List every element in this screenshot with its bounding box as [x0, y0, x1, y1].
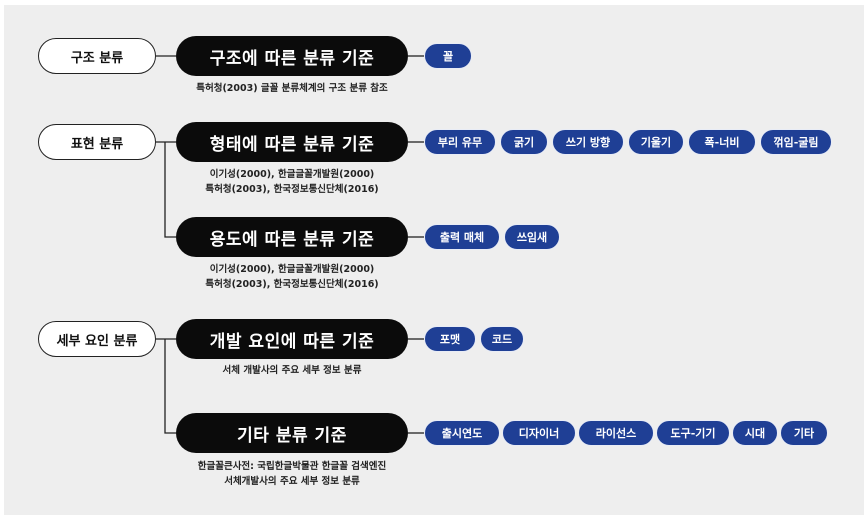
note-line: 서체 개발사의 주요 세부 정보 분류 [222, 365, 362, 376]
tag-slant: 기울기 [628, 129, 684, 155]
note-line: 서체개발사의 주요 세부 정보 분류 [224, 476, 360, 487]
category-detail-factor: 세부 요인 분류 [38, 321, 156, 357]
criterion-usage-notes: 이기성(2000), 한글글꼴개발원(2000) 특허청(2003), 한국정보… [176, 262, 408, 292]
tag-purpose: 쓰임새 [504, 224, 560, 250]
tag-width: 폭-너비 [688, 129, 756, 155]
note-line: 이기성(2000), 한글글꼴개발원(2000) [209, 169, 375, 180]
tag-format: 포맷 [424, 326, 476, 352]
tag-form: 꼴 [424, 43, 472, 69]
criterion-structure-notes: 특허청(2003) 글꼴 분류체계의 구조 분류 참조 [176, 81, 408, 96]
criterion-other: 기타 분류 기준 [176, 413, 408, 453]
tag-serif: 부리 유무 [424, 129, 496, 155]
note-line: 한글꼴큰사전: 국립한글박물관 한글꼴 검색엔진 [197, 461, 387, 472]
tag-release-year: 출시연도 [424, 420, 500, 446]
connector-cat3-crit5 [164, 339, 176, 434]
tag-writing-direction: 쓰기 방향 [552, 129, 624, 155]
tag-corner: 꺾임-굴림 [760, 129, 832, 155]
category-expression: 표현 분류 [38, 124, 156, 160]
note-line: 이기성(2000), 한글글꼴개발원(2000) [209, 264, 375, 275]
tag-era: 시대 [732, 420, 778, 446]
diagram-canvas: 구조 분류 표현 분류 세부 요인 분류 구조에 따른 분류 기준 특허청(20… [4, 5, 864, 515]
criterion-development: 개발 요인에 따른 기준 [176, 319, 408, 359]
note-line: 특허청(2003) 글꼴 분류체계의 구조 분류 참조 [196, 83, 388, 94]
tag-designer: 디자이너 [502, 420, 576, 446]
tag-license: 라이선스 [578, 420, 654, 446]
tag-weight: 굵기 [500, 129, 548, 155]
connector-cat2-crit3 [164, 142, 176, 238]
tag-etc: 기타 [780, 420, 828, 446]
tag-tool-device: 도구-기기 [656, 420, 730, 446]
criterion-usage: 용도에 따른 분류 기준 [176, 217, 408, 257]
tag-output-media: 출력 매체 [424, 224, 500, 250]
connector-lines [156, 55, 424, 434]
note-line: 특허청(2003), 한국정보통신단체(2016) [205, 184, 379, 195]
tag-code: 코드 [480, 326, 524, 352]
note-line: 특허청(2003), 한국정보통신단체(2016) [205, 279, 379, 290]
category-structure: 구조 분류 [38, 38, 156, 74]
criterion-other-notes: 한글꼴큰사전: 국립한글박물관 한글꼴 검색엔진 서체개발사의 주요 세부 정보… [176, 459, 408, 489]
criterion-shape-notes: 이기성(2000), 한글글꼴개발원(2000) 특허청(2003), 한국정보… [176, 167, 408, 197]
criterion-development-notes: 서체 개발사의 주요 세부 정보 분류 [176, 363, 408, 378]
criterion-structure: 구조에 따른 분류 기준 [176, 36, 408, 76]
criterion-shape: 형태에 따른 분류 기준 [176, 122, 408, 162]
